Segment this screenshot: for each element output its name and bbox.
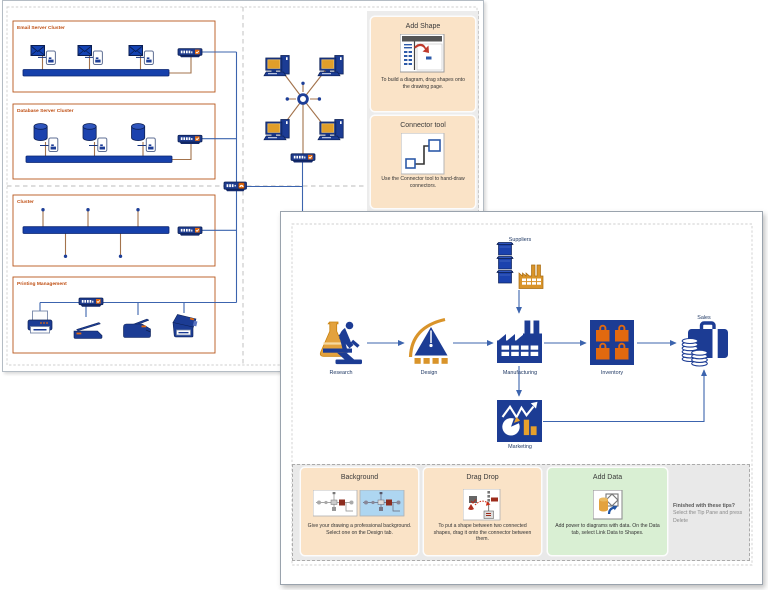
svg-text:Manufacturing: Manufacturing [503, 370, 537, 376]
svg-text:Cluster: Cluster [17, 199, 34, 205]
svg-text:Email Server Cluster: Email Server Cluster [17, 25, 65, 31]
svg-text:Sales: Sales [697, 315, 711, 321]
svg-text:Research: Research [329, 370, 352, 376]
svg-text:Marketing: Marketing [508, 444, 532, 450]
svg-text:Inventory: Inventory [601, 370, 623, 376]
svg-text:Suppliers: Suppliers [509, 237, 532, 243]
svg-text:Database Server Cluster: Database Server Cluster [17, 108, 74, 114]
svg-text:Printing Management: Printing Management [17, 281, 67, 287]
svg-text:Design: Design [421, 370, 438, 376]
